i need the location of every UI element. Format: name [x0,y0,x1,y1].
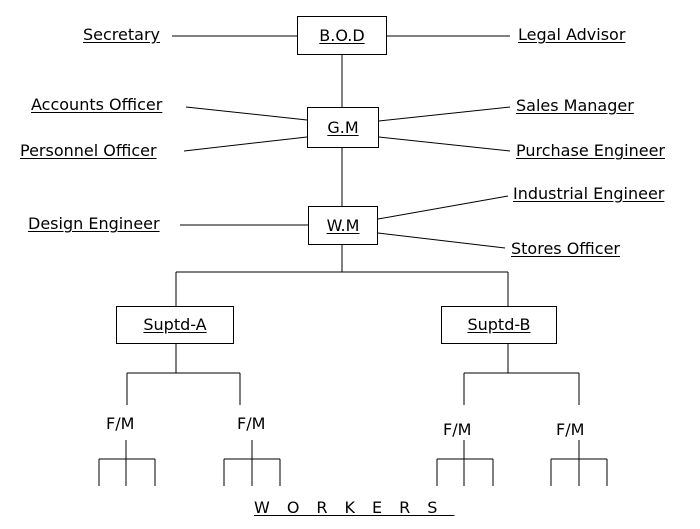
node-bod-label: B.O.D [319,25,365,45]
line-stores-officer [377,232,506,249]
worker-group-4 [550,440,608,486]
workers-label: WORKERS [254,498,455,517]
line-accounts-officer [185,106,308,121]
staff-purchase-engineer: Purchase Engineer [516,141,665,160]
node-suptd-b-label: Suptd-B [467,315,531,334]
foreman-1: F/M [106,414,135,433]
line-sales-manager [378,106,511,122]
node-wm: W.M [308,206,378,245]
node-suptd-b: Suptd-B [441,306,557,344]
line-personnel-officer [183,136,308,152]
foreman-2: F/M [237,414,266,433]
node-bod: B.O.D [297,16,387,55]
line-industrial-engineer [377,195,509,220]
worker-group-1 [98,440,156,486]
node-wm-label: W.M [326,215,360,235]
node-suptd-a: Suptd-A [116,306,234,344]
foreman-3: F/M [443,420,472,439]
node-gm-label: G.M [327,117,359,137]
node-suptd-a-label: Suptd-A [143,315,207,334]
worker-group-2 [223,440,281,486]
staff-personnel-officer: Personnel Officer [20,141,157,160]
staff-secretary: Secretary [83,25,160,44]
staff-legal-advisor: Legal Advisor [518,25,626,44]
line-purchase-engineer [378,136,511,152]
staff-industrial-engineer: Industrial Engineer [513,184,665,203]
worker-group-3 [436,440,494,486]
staff-design-engineer: Design Engineer [28,214,160,233]
staff-accounts-officer: Accounts Officer [31,95,163,114]
staff-sales-manager: Sales Manager [516,96,634,115]
foreman-4: F/M [556,420,585,439]
staff-stores-officer: Stores Officer [511,239,620,258]
node-gm: G.M [307,107,379,148]
